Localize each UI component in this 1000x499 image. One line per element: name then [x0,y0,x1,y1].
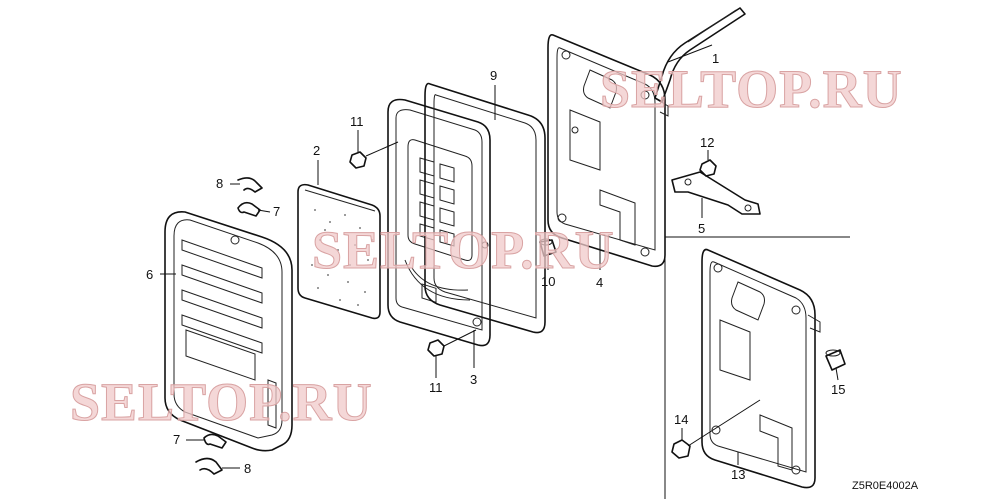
part-1-breather-tube [654,7,746,103]
part-8-clip-upper [237,177,263,193]
part-11-nut-lower [427,339,445,357]
callout-10: 10 [541,274,555,289]
callout-8-upper: 8 [216,176,223,191]
part-9-gasket [424,82,546,334]
callout-11-lower: 11 [429,380,443,395]
leader-lines [160,44,839,469]
callout-7-lower: 7 [173,432,180,447]
callout-4: 4 [596,275,603,290]
part-13-base-plate-alt [701,248,821,489]
callout-2: 2 [313,143,320,158]
inset-frame [664,236,850,499]
callout-5: 5 [698,221,705,236]
part-10-collar [539,238,557,257]
part-12-nut [699,159,717,177]
part-6-cover [164,211,293,452]
part-5-bracket [671,171,761,215]
part-7-clip-lower [203,433,227,449]
callout-7-upper: 7 [273,204,280,219]
callout-15: 15 [831,382,845,397]
part-8-clip-lower [195,457,223,475]
callout-14: 14 [674,412,688,427]
part-2-filter-element [297,183,381,320]
watermark-bottom: SELTOP.RU [70,372,373,432]
watermark-top: SELTOP.RU [600,59,903,119]
drawing-code: Z5R0E4002A [852,480,919,492]
callout-8-lower: 8 [244,461,251,476]
part-11-nut-upper [349,151,367,169]
callout-12: 12 [700,135,714,150]
callout-11-upper: 11 [350,114,364,129]
part-3-case [387,98,491,347]
callout-1: 1 [712,51,719,66]
callout-9: 9 [490,68,497,83]
callout-13: 13 [731,467,745,482]
filter-texture [311,209,373,306]
watermark-middle: SELTOP.RU [312,220,615,280]
callout-6: 6 [146,267,153,282]
part-7-clip-upper [237,201,261,217]
part-14-nut [671,439,691,459]
part-15-pin [825,349,846,371]
callout-3: 3 [470,372,477,387]
part-4-base-plate [547,33,669,268]
